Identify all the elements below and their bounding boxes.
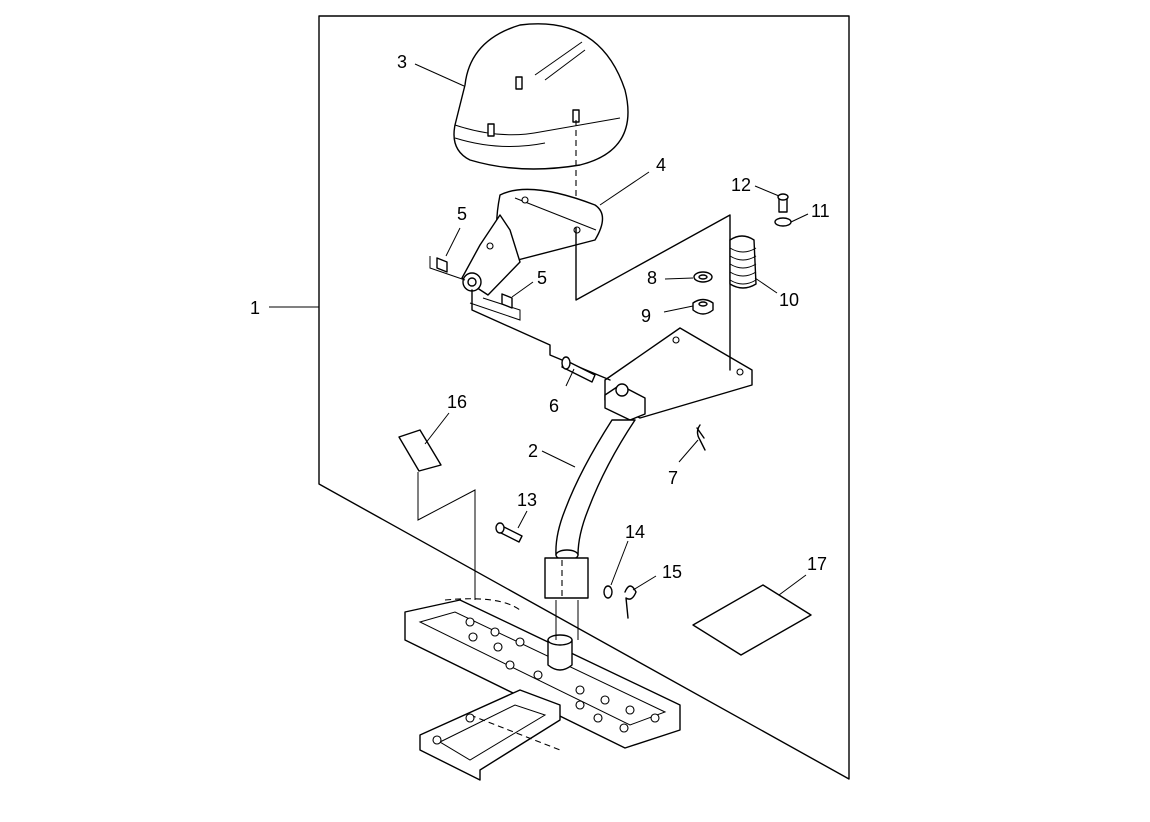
seat-plate (461, 188, 604, 296)
bolt (495, 522, 523, 543)
callout-14: 14 (625, 522, 645, 542)
seat-cushion (453, 23, 629, 228)
callout-9: 9 (641, 306, 651, 326)
bolt-and-washer (774, 193, 792, 227)
spring (729, 235, 757, 289)
callout-16: 16 (447, 392, 467, 412)
callout-2: 2 (528, 441, 538, 461)
seat-post-bracket (544, 327, 753, 640)
hitch-pin (696, 424, 706, 451)
callout-6: 6 (549, 396, 559, 416)
decal-sheet (692, 584, 812, 656)
callout-11: 11 (811, 201, 830, 221)
callout-1: 1 (250, 298, 260, 318)
callout-13: 13 (517, 490, 537, 510)
clevis-pin (561, 356, 596, 383)
bushings (429, 256, 521, 321)
callout-3: 3 (397, 52, 407, 72)
callout-8: 8 (647, 268, 657, 288)
lock-washer-and-lynch-pin (603, 585, 637, 619)
callout-12: 12 (731, 175, 751, 195)
decal-small (398, 429, 476, 600)
callout-labels: 1 2 3 4 5 5 6 7 8 9 10 11 12 13 14 15 16… (250, 52, 830, 582)
callout-5b: 5 (537, 268, 547, 288)
connector-bracket (471, 289, 611, 381)
callout-5a: 5 (457, 204, 467, 224)
callout-15: 15 (662, 562, 682, 582)
footplate-assembly (404, 598, 681, 781)
assembly-frame (318, 15, 850, 780)
callout-7: 7 (668, 468, 678, 488)
callout-17: 17 (807, 554, 827, 574)
washer-and-nut (692, 271, 714, 315)
connector-spring (575, 214, 731, 301)
leader-lines (269, 63, 809, 596)
callout-10: 10 (779, 290, 799, 310)
callout-4: 4 (656, 155, 666, 175)
